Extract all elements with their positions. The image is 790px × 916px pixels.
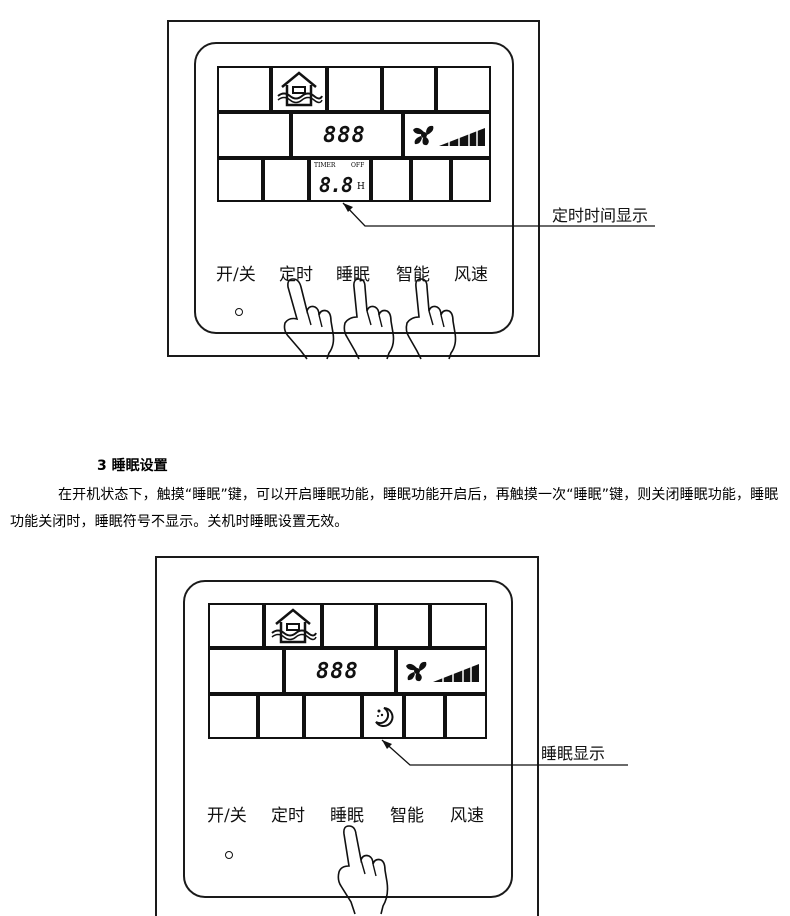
power-button-label[interactable]: 开/关 xyxy=(216,265,256,285)
lcd-cell xyxy=(217,66,271,112)
temperature-digits: 888 xyxy=(323,123,366,148)
lcd-cell xyxy=(304,694,362,739)
lcd-cell xyxy=(404,694,445,739)
fan-speed-bars-icon xyxy=(433,664,479,682)
lcd-cell-temperature: 888 xyxy=(291,112,403,158)
lcd-cell-temperature: 888 xyxy=(284,648,396,694)
smart-button-label[interactable]: 智能 xyxy=(396,265,430,285)
house-icon xyxy=(271,608,317,644)
temperature-digits: 888 xyxy=(316,659,359,684)
lcd-cell xyxy=(208,603,264,648)
lcd-cell-fan xyxy=(396,648,487,694)
lcd-cell xyxy=(436,66,491,112)
power-button-label[interactable]: 开/关 xyxy=(207,806,247,826)
lcd-cell xyxy=(322,603,376,648)
lcd-cell xyxy=(208,694,258,739)
lcd-cell xyxy=(411,158,451,202)
lcd-cell xyxy=(208,648,284,694)
power-led-icon xyxy=(225,851,233,859)
pointing-hand-icon xyxy=(337,825,389,915)
fan-speed-button-label[interactable]: 风速 xyxy=(454,265,488,285)
pointing-hand-icon xyxy=(343,278,395,360)
pointing-hand-icon xyxy=(283,278,335,360)
lcd-cell xyxy=(217,112,291,158)
smart-button-label[interactable]: 智能 xyxy=(390,806,424,826)
lcd-cell xyxy=(258,694,304,739)
hour-unit: H xyxy=(357,182,365,192)
sleep-button-label[interactable]: 睡眠 xyxy=(330,806,364,826)
lcd-cell xyxy=(263,158,309,202)
fan-icon xyxy=(406,661,427,682)
lcd-cell-house xyxy=(264,603,322,648)
lcd-cell xyxy=(430,603,487,648)
timer-label: TIMER xyxy=(314,162,336,169)
section-heading: 3 睡眠设置 xyxy=(97,458,168,474)
lcd-cell xyxy=(451,158,491,202)
lcd-cell-sleep xyxy=(362,694,404,739)
pointing-hand-icon xyxy=(405,278,457,360)
lcd-cell xyxy=(376,603,430,648)
lcd-cell-fan xyxy=(403,112,491,158)
sleep-callout-label: 睡眠显示 xyxy=(541,744,606,763)
lcd-cell xyxy=(371,158,411,202)
section-paragraph: 在开机状态下，触摸“睡眠”键，可以开启睡眠功能，睡眠功能开启后，再触摸一次“睡眠… xyxy=(10,487,779,530)
lcd-cell xyxy=(445,694,487,739)
sleep-moon-icon xyxy=(375,707,394,727)
timer-button-label[interactable]: 定时 xyxy=(279,265,313,285)
fan-icon xyxy=(413,125,434,146)
fan-speed-bars-icon xyxy=(439,128,485,146)
house-icon xyxy=(277,71,323,107)
top-controller-panel xyxy=(194,42,514,334)
lcd-cell xyxy=(327,66,382,112)
timer-callout-label: 定时时间显示 xyxy=(552,206,649,225)
lcd-cell xyxy=(382,66,436,112)
bottom-controller-figure: 888 开/关 定时 睡眠 智能 风速 xyxy=(155,556,539,916)
fan-speed-button-label[interactable]: 风速 xyxy=(450,806,484,826)
timer-digits: 8.8 xyxy=(319,173,353,197)
off-label: OFF xyxy=(351,162,365,169)
lcd-cell-timer: TIMER OFF 8.8 H xyxy=(309,158,371,202)
power-led-icon xyxy=(235,308,243,316)
lcd-cell-house xyxy=(271,66,327,112)
timer-button-label[interactable]: 定时 xyxy=(271,806,305,826)
lcd-cell xyxy=(217,158,263,202)
top-controller-figure: 888 TIMER OFF 8.8 H 开/关 定时 睡眠 智能 风速 xyxy=(167,20,540,360)
